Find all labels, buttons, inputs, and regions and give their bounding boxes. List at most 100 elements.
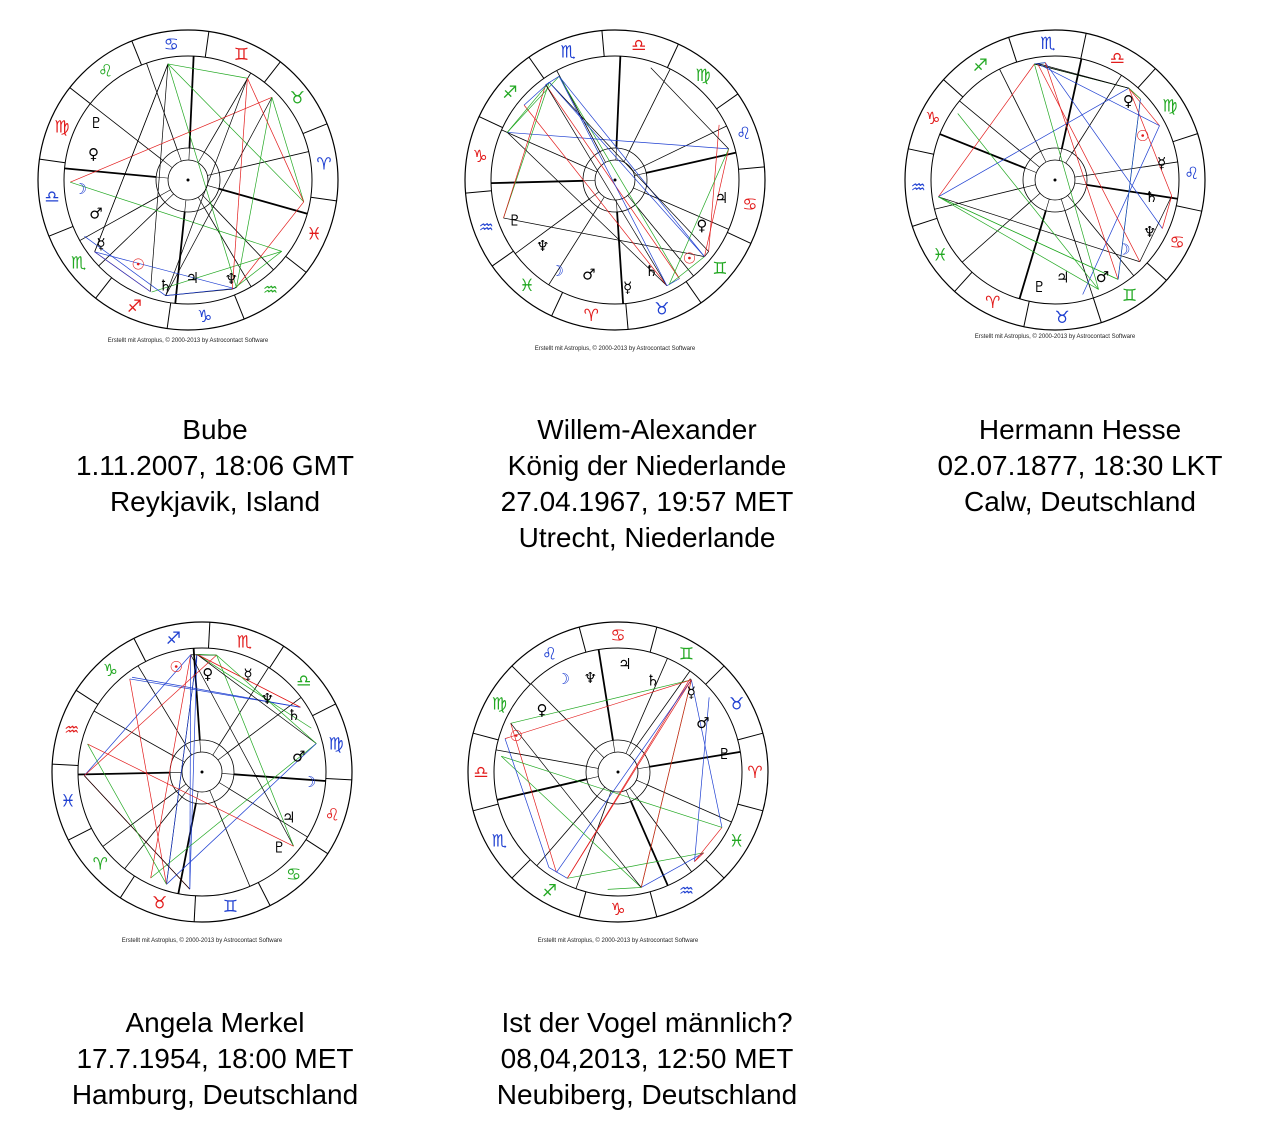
caption-hermann-hesse: Hermann Hesse 02.07.1877, 18:30 LKT Calw…: [880, 412, 1280, 520]
aspect-line: [938, 63, 1035, 198]
zodiac-sign-glyph: ♋: [1169, 233, 1184, 253]
house-cusp: [495, 749, 587, 767]
aspect-line: [938, 196, 1099, 290]
sign-divider: [263, 61, 281, 83]
planet-glyph: ☉: [1136, 127, 1149, 145]
house-cusp: [203, 207, 252, 287]
aspect-line: [150, 63, 169, 292]
sign-divider: [257, 882, 271, 906]
zodiac-sign-glyph: ♑: [472, 147, 487, 167]
caption-title: König der Niederlande: [507, 450, 787, 481]
sign-divider: [1008, 37, 1018, 63]
aspect-line: [704, 251, 709, 257]
sign-divider: [491, 250, 514, 267]
aspect-line: [190, 654, 294, 847]
house-number-divider: [199, 740, 201, 753]
planet-glyph: ☉: [509, 727, 522, 745]
sign-divider: [528, 56, 545, 79]
aspect-line: [236, 97, 273, 288]
zodiac-sign-glyph: ♈: [93, 855, 108, 875]
center-dot: [613, 178, 617, 182]
house-number-divider: [595, 748, 605, 758]
caption-name: Hermann Hesse: [978, 414, 1182, 445]
zodiac-inner-ring: [493, 647, 743, 897]
aspect-line: [216, 654, 294, 847]
house-number-divider: [1074, 182, 1087, 186]
aspect-line: [503, 82, 550, 219]
house-cusp: [636, 797, 692, 873]
planet-glyph: ♃: [715, 189, 728, 207]
zodiac-sign-glyph: ♑: [197, 307, 212, 327]
zodiac-sign-glyph: ♍: [695, 66, 710, 86]
house-number-divider: [217, 752, 228, 761]
sign-divider: [119, 875, 135, 899]
planet-glyph: ☿: [1157, 154, 1166, 172]
sign-divider: [1137, 68, 1156, 89]
planet-glyph: ☿: [623, 278, 632, 296]
planet-glyph: ♆: [225, 270, 238, 288]
zodiac-sign-glyph: ♉: [729, 695, 744, 715]
sign-divider: [705, 859, 725, 879]
caption-place: Calw, Deutschland: [964, 486, 1196, 517]
software-credit: Erstellt mit Astroplus, © 2000-2013 by A…: [121, 938, 283, 944]
aspect-line: [196, 654, 317, 744]
outer-ring: [51, 621, 353, 923]
house-number-divider: [221, 773, 234, 775]
sign-divider: [52, 763, 79, 767]
sign-divider: [908, 148, 934, 155]
sign-divider: [233, 294, 245, 320]
aspect-line: [510, 723, 642, 888]
zodiac-sign-glyph: ♉: [152, 893, 167, 913]
aspect-line: [1128, 87, 1141, 100]
zodiac-sign-glyph: ♑: [925, 109, 940, 129]
planet-glyph: ☿: [687, 684, 696, 702]
house-cusp: [536, 795, 598, 866]
planet-glyph: ♄: [646, 671, 659, 689]
aspect-line: [1037, 63, 1129, 89]
sign-divider: [511, 665, 531, 685]
planet-glyph: ☽: [550, 262, 563, 280]
aspect-line: [567, 852, 704, 879]
house-cusp: [646, 151, 737, 174]
aspect-line: [1044, 62, 1163, 229]
sign-divider: [727, 231, 752, 244]
aspect-line: [504, 738, 550, 868]
aspect-line: [545, 76, 560, 86]
house-number-divider: [181, 787, 190, 798]
aspect-line: [938, 196, 1119, 280]
house-cusp: [90, 103, 164, 161]
planet-glyph: ♃: [618, 655, 631, 673]
sign-divider: [68, 827, 92, 841]
center-dot: [1053, 178, 1057, 182]
zodiac-sign-glyph: ♏: [561, 42, 576, 62]
house-number-divider: [1074, 175, 1087, 178]
aspect-line: [167, 63, 305, 203]
zodiac-sign-glyph: ♎: [1110, 49, 1125, 69]
zodiac-sign-glyph: ♏: [492, 832, 507, 852]
planet-glyph: ☽: [303, 773, 316, 791]
zodiac-inner-ring: [490, 55, 740, 305]
horoscope-chart-willem-alexander: ♋♊♉♈♓♒♑♐♏♎♍♌♃♀☉♄☿♂☽♆♇ Erstellt mit Astro…: [455, 20, 775, 360]
caption-datetime: 08,04,2013, 12:50 MET: [500, 1043, 794, 1074]
house-cusp: [1086, 183, 1178, 200]
sign-divider: [578, 891, 587, 918]
horoscope-wheel: ♓♒♑♐♏♎♍♌♋♊♉♈♆♃♄☉☿♂☽♀♇: [37, 29, 339, 331]
aspect-line: [1128, 87, 1160, 126]
zodiac-sign-glyph: ♌: [1184, 164, 1199, 184]
sign-divider: [302, 123, 328, 135]
house-cusp: [630, 658, 668, 743]
aspect-line: [507, 132, 729, 150]
planet-glyph: ♀: [696, 216, 707, 234]
aspect-line: [247, 78, 305, 202]
sign-divider: [312, 703, 336, 717]
aspect-line: [1034, 62, 1046, 65]
aspect-line: [506, 76, 560, 133]
planet-glyph: ♇: [508, 212, 521, 230]
sign-divider: [1092, 297, 1102, 323]
aspect-line: [694, 852, 704, 862]
house-number-divider: [159, 189, 171, 196]
zodiac-sign-glyph: ♊: [234, 45, 249, 65]
house-cusp: [647, 784, 732, 823]
zodiac-sign-glyph: ♓: [932, 246, 947, 266]
aspect-line: [694, 827, 723, 862]
